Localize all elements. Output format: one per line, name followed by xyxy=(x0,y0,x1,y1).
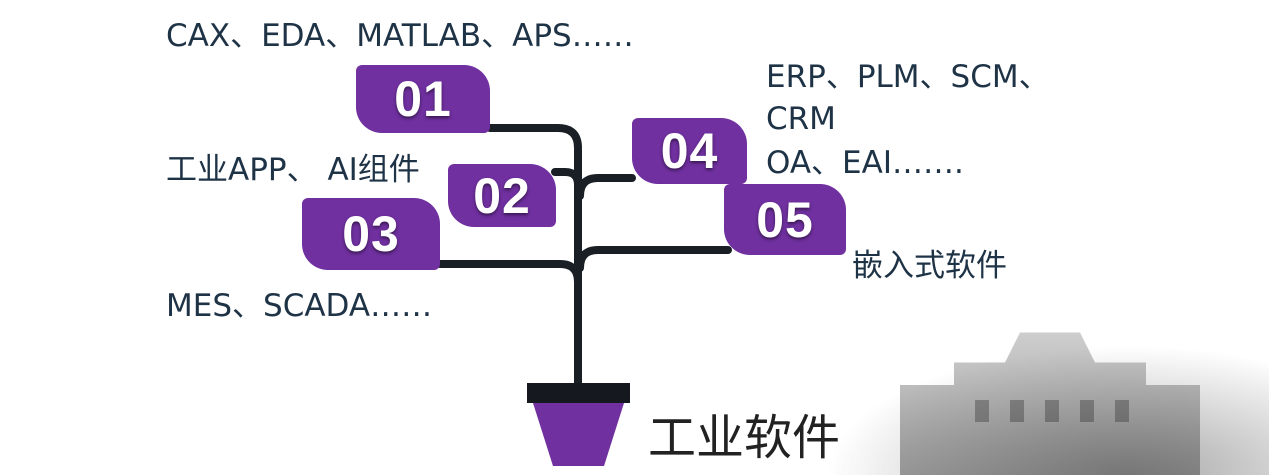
node-04-label-line-3: OA、EAI……. xyxy=(766,145,964,181)
node-02-label: 工业APP、 AI组件 xyxy=(166,152,420,188)
node-04-label-line-1: ERP、PLM、SCM、 xyxy=(766,59,1050,95)
background-window xyxy=(1045,400,1059,422)
background-window xyxy=(1080,400,1094,422)
pot-rim xyxy=(527,383,630,403)
background-window xyxy=(1010,400,1024,422)
diagram-title: 工业软件 xyxy=(648,410,841,466)
node-03-label: MES、SCADA…… xyxy=(166,288,433,324)
branch-03 xyxy=(436,260,582,286)
branch-01 xyxy=(486,124,582,152)
node-02-number: 02 xyxy=(473,167,531,224)
background-window xyxy=(975,400,989,422)
node-01-badge: 01 xyxy=(356,65,490,133)
pot-body xyxy=(533,403,624,466)
node-03-badge: 03 xyxy=(302,198,440,270)
background-window xyxy=(1115,400,1129,422)
node-04-number: 04 xyxy=(660,123,719,179)
node-05-badge: 05 xyxy=(724,184,846,255)
node-05-label: 嵌入式软件 xyxy=(852,248,1007,284)
node-05-number: 05 xyxy=(756,191,814,248)
node-04-badge: 04 xyxy=(632,118,747,184)
branch-02 xyxy=(551,168,582,189)
node-02-badge: 02 xyxy=(448,164,556,227)
node-01-number: 01 xyxy=(394,71,452,127)
node-01-label: CAX、EDA、MATLAB、APS…… xyxy=(166,18,634,54)
branch-05 xyxy=(576,246,732,272)
node-04-label-line-2: CRM xyxy=(766,101,836,137)
node-03-number: 03 xyxy=(342,206,400,262)
branch-04 xyxy=(576,174,636,200)
